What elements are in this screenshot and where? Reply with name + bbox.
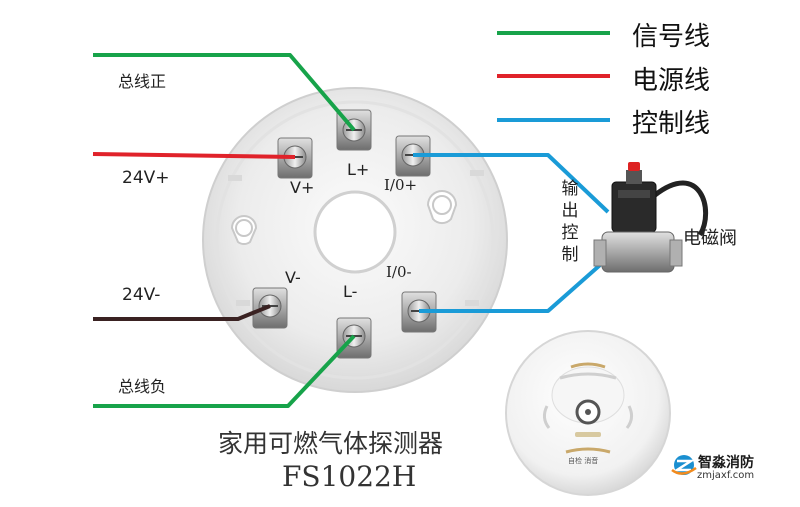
label-bus-negative: 总线负 xyxy=(118,377,167,396)
label-power-negative: 24V- xyxy=(122,285,161,305)
center-hole xyxy=(313,190,397,274)
brand-name: 智淼消防 xyxy=(698,455,754,471)
product-name: 家用可燃气体探测器 xyxy=(218,429,444,458)
product-model: FS1022H xyxy=(282,460,417,493)
wire-bus-negative xyxy=(93,334,356,408)
solenoid-valve xyxy=(593,162,709,273)
wire-io-minus xyxy=(419,256,610,313)
terminal-label-v-minus: V- xyxy=(285,268,301,287)
wire-power-negative xyxy=(93,304,271,321)
terminal-label-io-plus: I/0+ xyxy=(384,176,418,194)
terminal-label-l-plus: L+ xyxy=(347,160,370,179)
wire-power-positive xyxy=(92,152,296,159)
wire-io-plus xyxy=(413,153,610,214)
brand-domain: zmjaxf.com xyxy=(697,470,755,481)
detector-panel-text: 自检 消音 xyxy=(568,457,599,465)
legend-label-power: 电源线 xyxy=(632,66,711,96)
label-power-positive: 24V+ xyxy=(122,168,170,188)
terminal-label-io-minus: I/0- xyxy=(386,263,412,281)
legend-label-control: 控制线 xyxy=(632,109,711,139)
terminal-label-l-minus: L- xyxy=(343,282,358,301)
brand-logo xyxy=(671,455,697,475)
legend-label-signal: 信号线 xyxy=(632,22,711,52)
label-bus-positive: 总线正 xyxy=(118,72,167,91)
label-solenoid-valve: 电磁阀 xyxy=(683,228,737,249)
wire-bus-positive xyxy=(93,53,356,132)
gas-detector xyxy=(505,330,671,496)
terminal-label-v-plus: V+ xyxy=(290,178,315,197)
label-output-control: 输出控制 xyxy=(561,179,579,265)
